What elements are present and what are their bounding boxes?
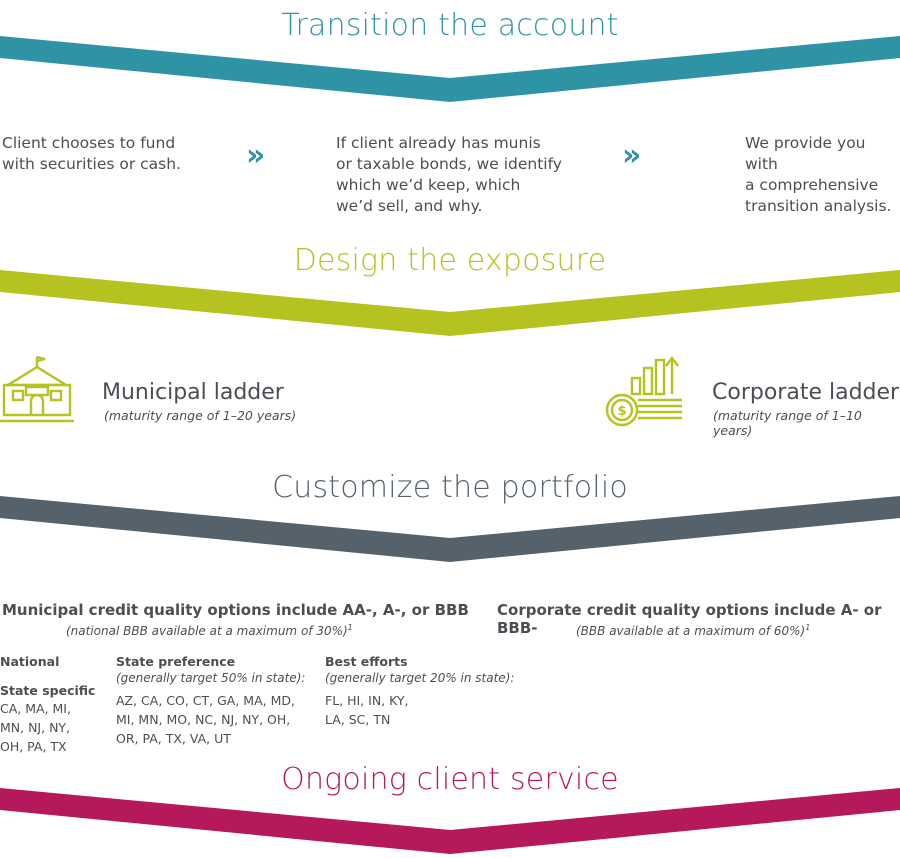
state-preference-list: AZ, CA, CO, CT, GA, MA, MD, MI, MN, MO, … [116, 693, 295, 746]
state-specific-list: CA, MA, MI, MN, NJ, NY, OH, PA, TX [0, 701, 71, 754]
transition-step-2: If client already has munis or taxable b… [336, 134, 562, 215]
double-chevron-right-icon: » [622, 138, 641, 173]
building-icon [0, 355, 74, 423]
municipal-quality-subtitle: (national BBB available at a maximum of … [66, 623, 353, 638]
chevron-banner-teal [0, 36, 900, 102]
best-efforts-label: Best efforts [325, 654, 408, 669]
municipal-ladder-title: Municipal ladder [102, 380, 284, 405]
corporate-ladder-subtitle: (maturity range of 1–10 years) [713, 408, 862, 438]
best-efforts-note: (generally target 20% in state): [325, 671, 515, 685]
coin-growth-chart-icon: $ [605, 356, 682, 427]
chevron-banner-gray [0, 496, 900, 562]
national-label: National [0, 654, 60, 669]
transition-step-1: Client chooses to fund with securities o… [2, 134, 181, 173]
corporate-quality-title: Corporate credit quality options include… [497, 601, 882, 637]
transition-step-3: We provide you with a comprehensive tran… [745, 134, 892, 215]
municipal-quality-title: Municipal credit quality options include… [2, 601, 469, 619]
state-specific-label: State specific [0, 683, 96, 698]
state-preference-label: State preference [116, 654, 236, 669]
section-title-transition: Transition the account [281, 8, 619, 43]
municipal-ladder-subtitle: (maturity range of 1–20 years) [104, 408, 297, 423]
chevron-banner-green [0, 270, 900, 336]
corporate-ladder-title: Corporate ladder [712, 380, 900, 405]
corporate-quality-subtitle: (BBB available at a maximum of 60%)1 [576, 623, 811, 638]
section-title-ongoing: Ongoing client service [281, 762, 619, 797]
state-preference-note: (generally target 50% in state): [116, 671, 306, 685]
chevron-banner-magenta [0, 788, 900, 854]
best-efforts-list: FL, HI, IN, KY, LA, SC, TN [325, 693, 409, 727]
section-title-customize: Customize the portfolio [272, 470, 628, 505]
svg-text:$: $ [617, 404, 626, 419]
double-chevron-right-icon: » [246, 138, 265, 173]
section-title-exposure: Design the exposure [293, 243, 607, 278]
